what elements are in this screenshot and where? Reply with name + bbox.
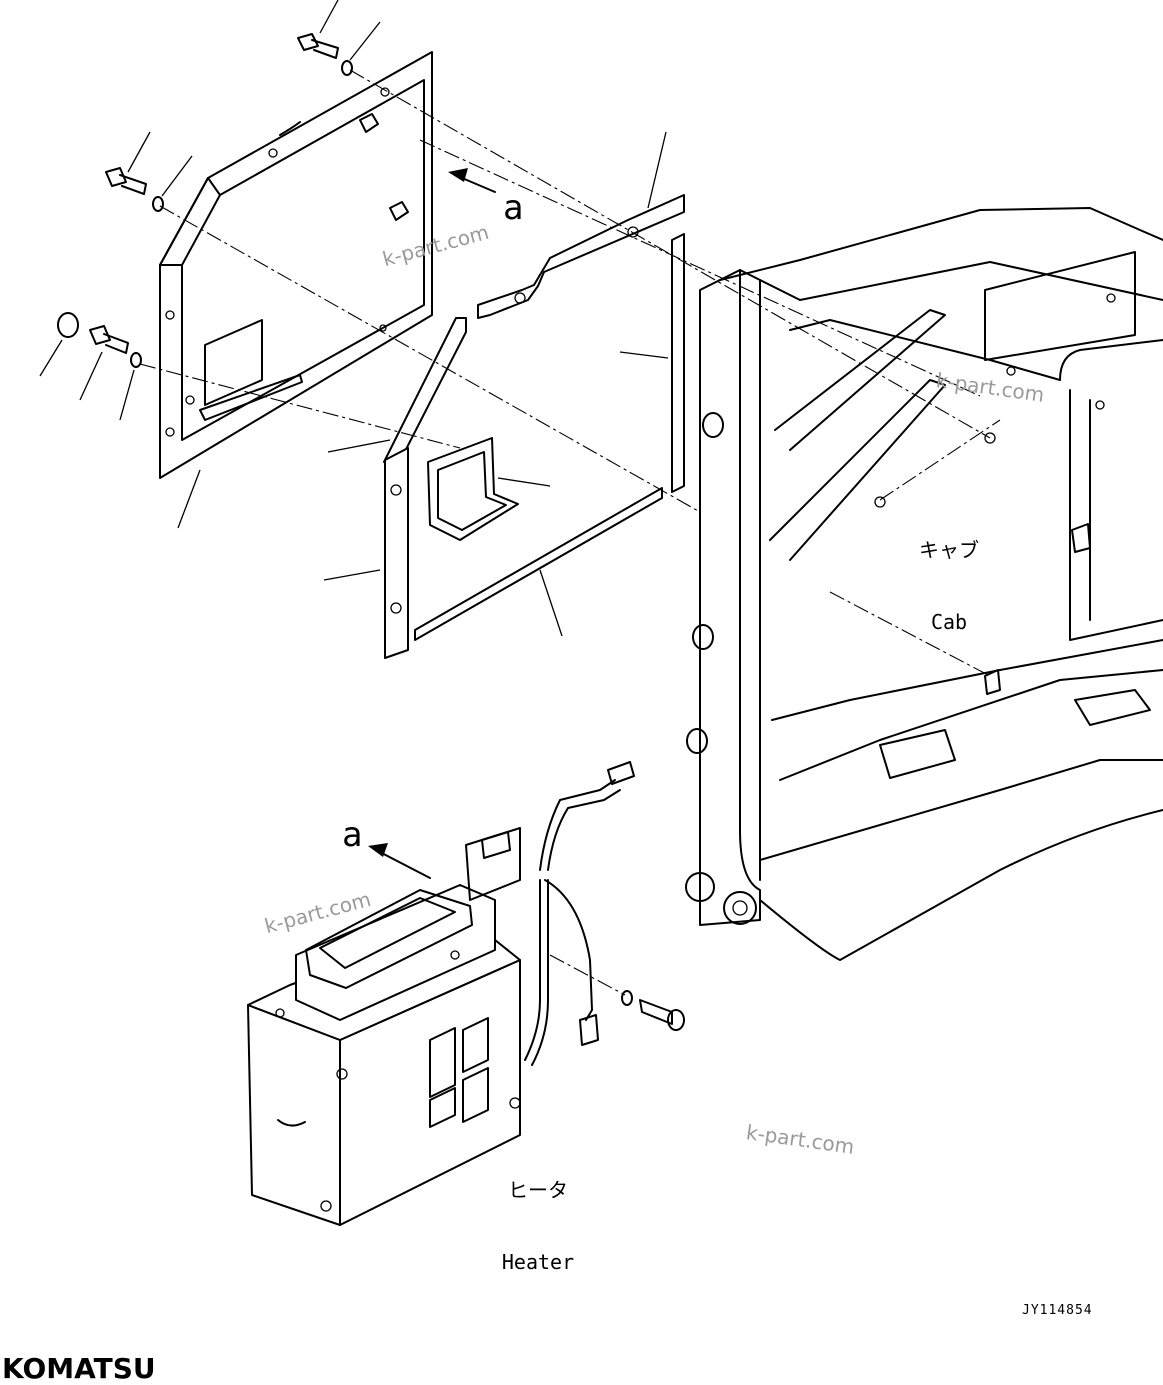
arrow-a-top [448,168,496,193]
komatsu-logo: KOMATSU [2,1352,156,1385]
cab-frame [685,207,1163,961]
drawing-code: JY114854 [1022,1303,1093,1318]
bolts [39,0,381,529]
heater-label-en: Heater [501,1250,575,1274]
arrow-a-bottom [368,843,431,879]
cab-label-en: Cab [930,610,968,634]
seal-strips [323,131,685,659]
cab-label: キャブ Cab [912,490,986,658]
cover-panel [159,51,433,479]
heater-label: ヒータ Heater [495,1130,581,1298]
heater-label-jp: ヒータ [508,1178,568,1202]
alignment-lines [139,69,1001,996]
callout-a-top: a [503,188,524,228]
heater-unit [247,761,685,1226]
cab-label-jp: キャブ [919,538,979,562]
callout-a-bottom: a [342,815,363,855]
